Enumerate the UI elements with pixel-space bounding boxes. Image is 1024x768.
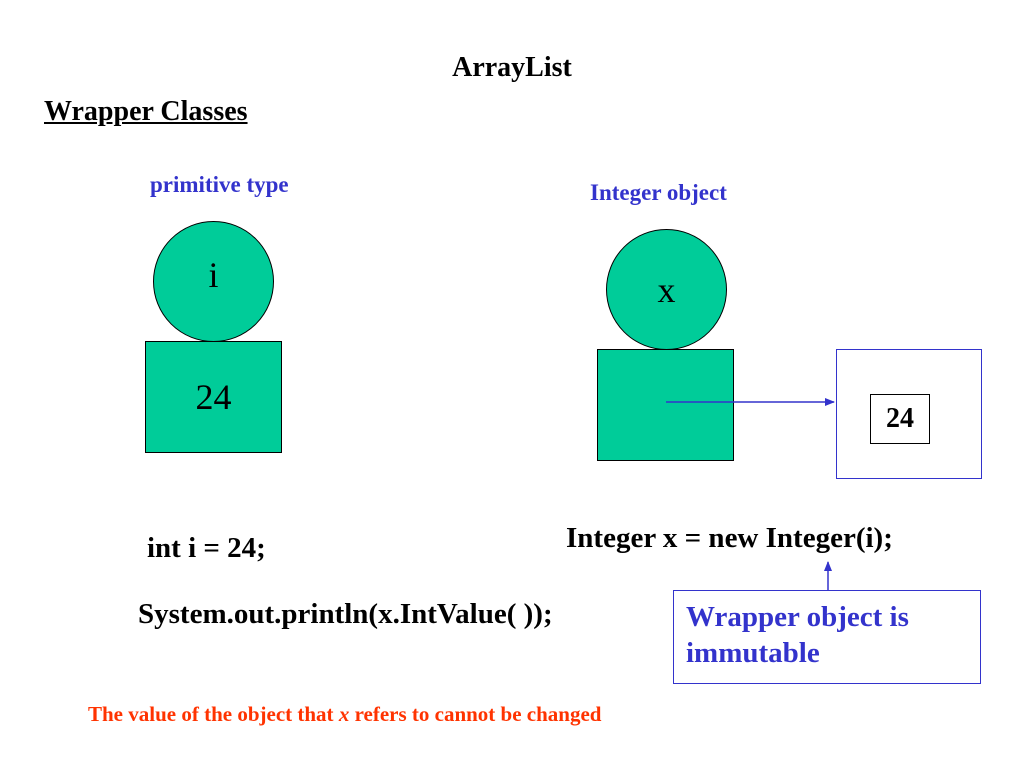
variable-x-reference-box bbox=[597, 349, 734, 461]
variable-i-value: 24 bbox=[195, 377, 232, 417]
integer-object-value: 24 bbox=[886, 403, 914, 434]
slide-subtitle: Wrapper Classes bbox=[44, 96, 248, 127]
note-line-2: immutable bbox=[686, 637, 820, 669]
immutable-note-box: Wrapper object is immutable bbox=[673, 590, 981, 684]
integer-declaration-code: Integer x = new Integer(i); bbox=[566, 522, 893, 554]
variable-i-circle: i bbox=[153, 221, 274, 342]
footer-variable: x bbox=[338, 702, 350, 726]
footer-note: The value of the object that x refers to… bbox=[88, 702, 601, 727]
footer-text-before: The value of the object that bbox=[88, 702, 339, 726]
primitive-type-label: primitive type bbox=[150, 172, 289, 197]
variable-i-value-box: 24 bbox=[145, 341, 282, 453]
slide-title: ArrayList bbox=[452, 52, 572, 83]
integer-object-value-box: 24 bbox=[870, 394, 930, 444]
variable-x-name: x bbox=[657, 269, 676, 310]
footer-text-after: refers to cannot be changed bbox=[349, 702, 602, 726]
variable-x-circle: x bbox=[606, 229, 727, 350]
integer-object-label: Integer object bbox=[590, 180, 727, 205]
note-line-1: Wrapper object is bbox=[686, 601, 909, 633]
variable-i-name: i bbox=[208, 254, 219, 295]
int-declaration-code: int i = 24; bbox=[147, 532, 266, 564]
println-code: System.out.println(x.IntValue( )); bbox=[138, 598, 553, 630]
